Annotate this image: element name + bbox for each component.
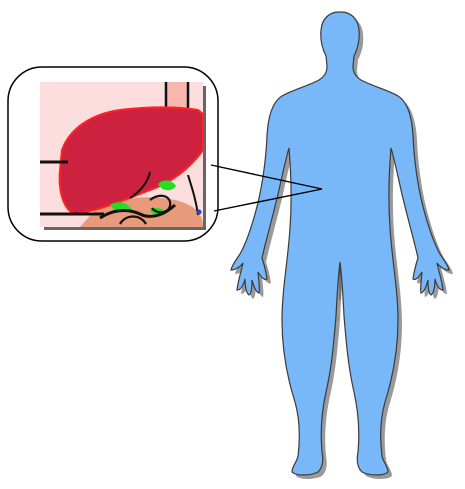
liver-inset [40,82,203,227]
body-silhouette [231,12,449,475]
inset-shadow-right [203,86,206,230]
blue-vessel-dot [197,210,202,215]
inset-shadow-bottom [44,227,206,230]
human-body-figure [231,12,453,479]
